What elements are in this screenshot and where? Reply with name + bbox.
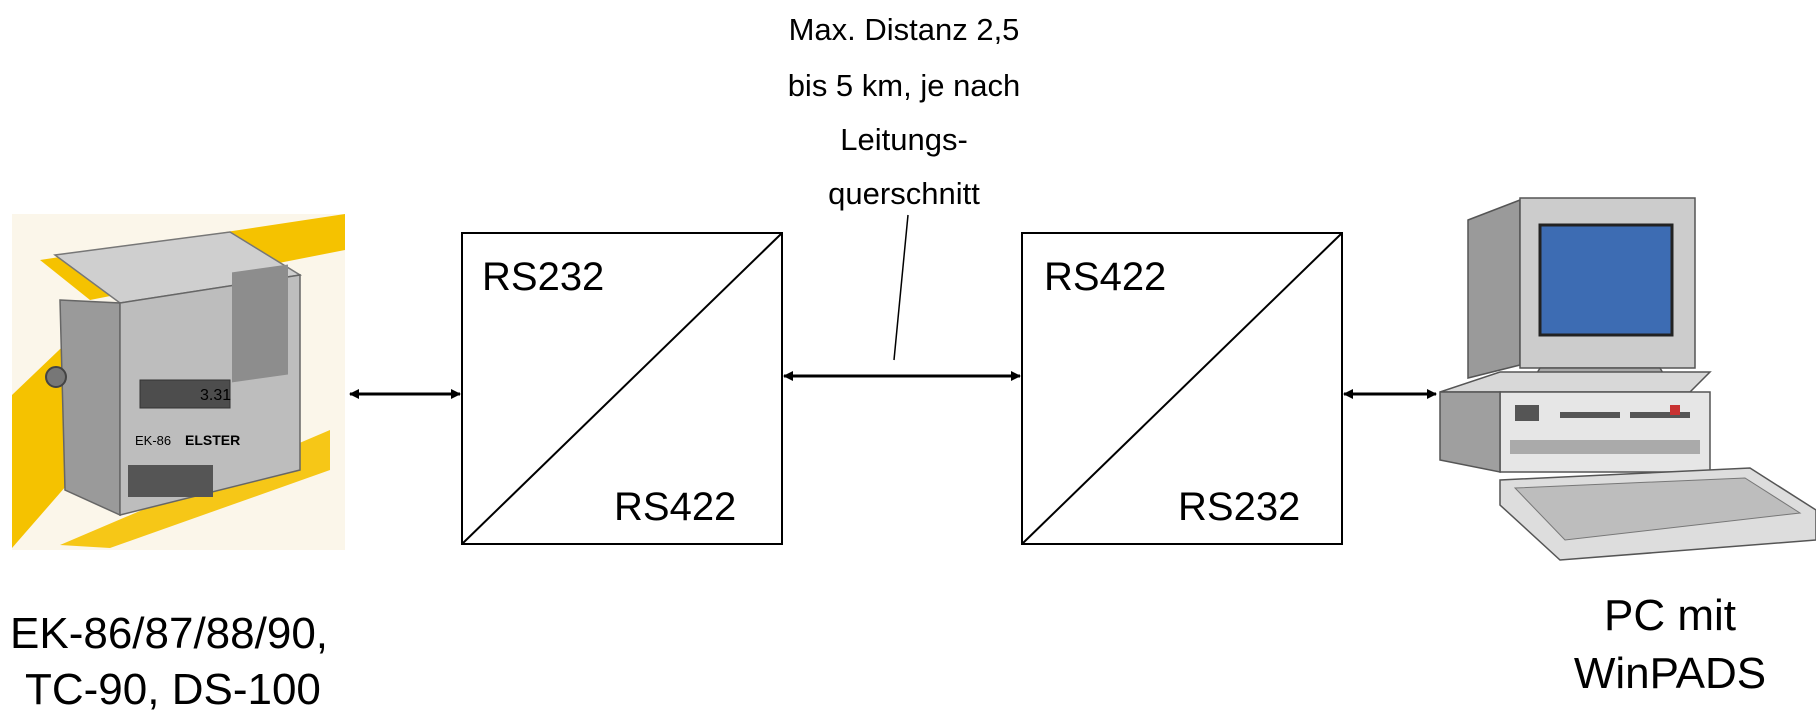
desktop-pc-icon <box>1439 197 1816 561</box>
converter-box-right: RS422 RS232 <box>1021 232 1343 545</box>
drive-slot <box>1560 412 1620 418</box>
device-connector <box>45 366 67 388</box>
converter-diagonal <box>461 232 783 545</box>
drive-slot <box>1515 405 1539 421</box>
monitor-screen <box>1538 223 1674 337</box>
device-keypad <box>232 264 288 383</box>
keyboard-keys <box>1513 477 1802 541</box>
note-line2: bis 5 km, je nach <box>788 68 1021 103</box>
device-lcd-value: 3.31 <box>200 387 231 404</box>
note-line3: Leitungs- <box>840 122 968 157</box>
device-lcd <box>139 379 231 409</box>
device-brand-text: ELSTER <box>185 432 240 448</box>
converter-right-bottom-label: RS232 <box>1178 485 1300 529</box>
volume-corrector-device-icon: 3.31 EK-86 ELSTER <box>12 214 345 550</box>
left-device-caption-line1: EK-86/87/88/90, <box>10 609 328 658</box>
device-model-text: EK-86 <box>135 433 171 448</box>
system-unit-front <box>1499 391 1711 473</box>
device-plate <box>128 465 213 497</box>
converter-box-left: RS232 RS422 <box>461 232 783 545</box>
pc-caption-line2: WinPADS <box>1574 649 1766 698</box>
converter-left-bottom-label: RS422 <box>614 485 736 529</box>
device-front <box>59 299 121 517</box>
system-unit-side <box>1439 391 1501 473</box>
vent-grille <box>1510 440 1700 454</box>
converter-diagonal <box>1021 232 1343 545</box>
left-device-caption-line2: TC-90, DS-100 <box>25 665 321 714</box>
converter-left-top-label: RS232 <box>482 255 604 299</box>
pc-caption-line1: PC mit <box>1604 591 1736 640</box>
drive-slot <box>1630 412 1690 418</box>
converter-right-top-label: RS422 <box>1044 255 1166 299</box>
note-line1: Max. Distanz 2,5 <box>789 12 1020 47</box>
note-pointer-line <box>893 214 909 361</box>
monitor-side <box>1467 198 1521 379</box>
note-line4: querschnitt <box>828 176 980 211</box>
power-button <box>1670 405 1680 415</box>
